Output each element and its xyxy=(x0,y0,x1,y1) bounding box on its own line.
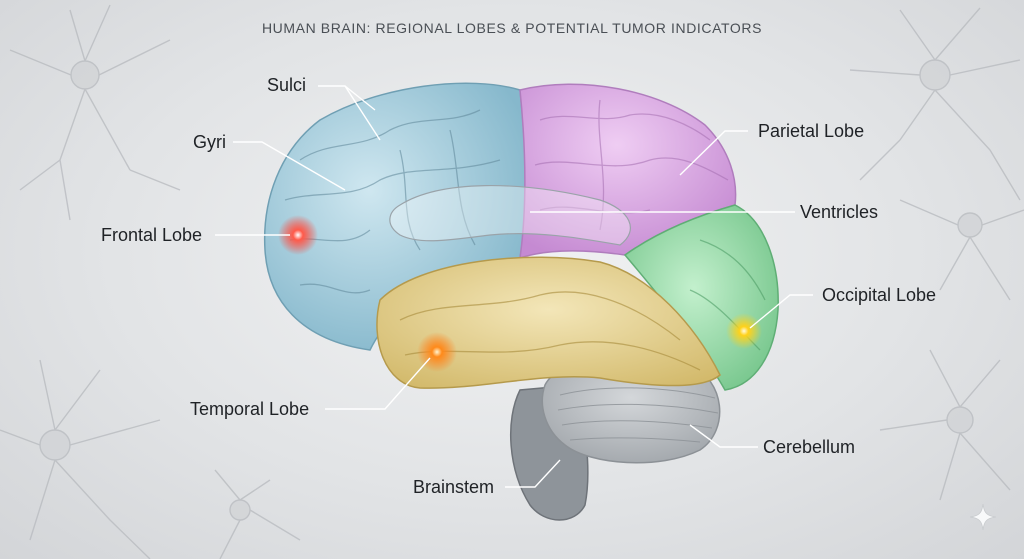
sulci-label: Sulci xyxy=(267,75,306,96)
gyri-label: Gyri xyxy=(193,132,226,153)
parietal-lobe-label: Parietal Lobe xyxy=(758,121,864,142)
cerebellum-label: Cerebellum xyxy=(763,437,855,458)
ventricles-label: Ventricles xyxy=(800,202,878,223)
brainstem-label: Brainstem xyxy=(413,477,494,498)
occipital-tumor-indicator xyxy=(726,313,762,349)
sparkle-icon xyxy=(968,502,998,532)
frontal-lobe-label: Frontal Lobe xyxy=(101,225,202,246)
temporal-lobe-label: Temporal Lobe xyxy=(190,399,309,420)
occipital-lobe-label: Occipital Lobe xyxy=(822,285,936,306)
